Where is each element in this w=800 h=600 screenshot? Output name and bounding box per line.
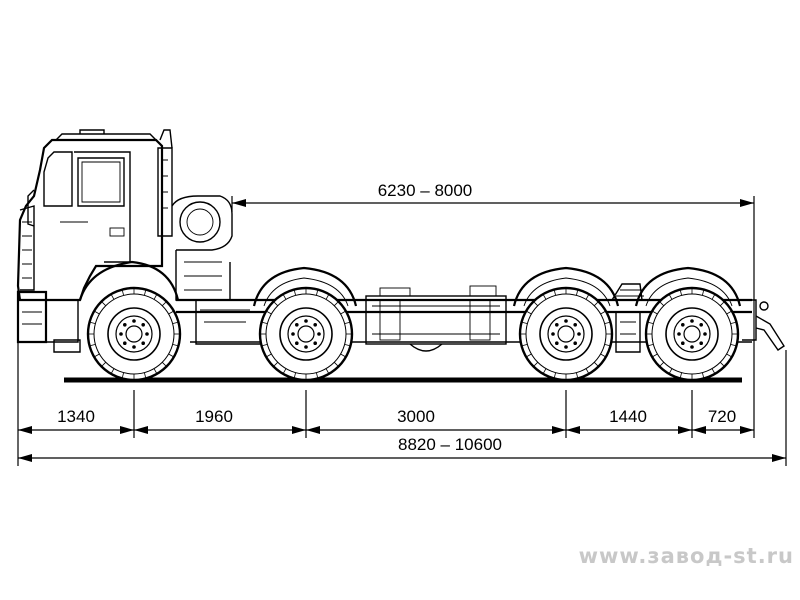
rear-bogie	[611, 283, 644, 353]
dim-body-length: 6230 – 8000	[231, 181, 755, 300]
drive-wheel-2	[518, 286, 614, 382]
front-overhang-label: 1340	[57, 407, 95, 426]
truck-cab	[16, 129, 180, 353]
drive-wheel-1	[258, 286, 354, 382]
dim-axle-chain: 1340 1960 3000 1440 720	[18, 407, 754, 434]
rear-wheel	[644, 286, 740, 382]
body-length-label: 6230 – 8000	[378, 181, 473, 200]
wheelbase-2-label: 3000	[397, 407, 435, 426]
rear-overhang-label: 720	[708, 407, 736, 426]
wheelbase-1-label: 1960	[195, 407, 233, 426]
watermark-text: www.завод-st.ru	[578, 544, 794, 568]
rear-hitch	[742, 299, 785, 351]
overall-length-label: 8820 – 10600	[398, 435, 502, 454]
wheels-group	[86, 286, 740, 382]
front-wheel	[86, 286, 182, 382]
engine-compartment	[171, 195, 260, 345]
dim-overall-length: 8820 – 10600	[18, 435, 786, 462]
axle-fenders	[252, 266, 742, 307]
fuel-tank	[365, 285, 507, 352]
wheelbase-3-label: 1440	[609, 407, 647, 426]
